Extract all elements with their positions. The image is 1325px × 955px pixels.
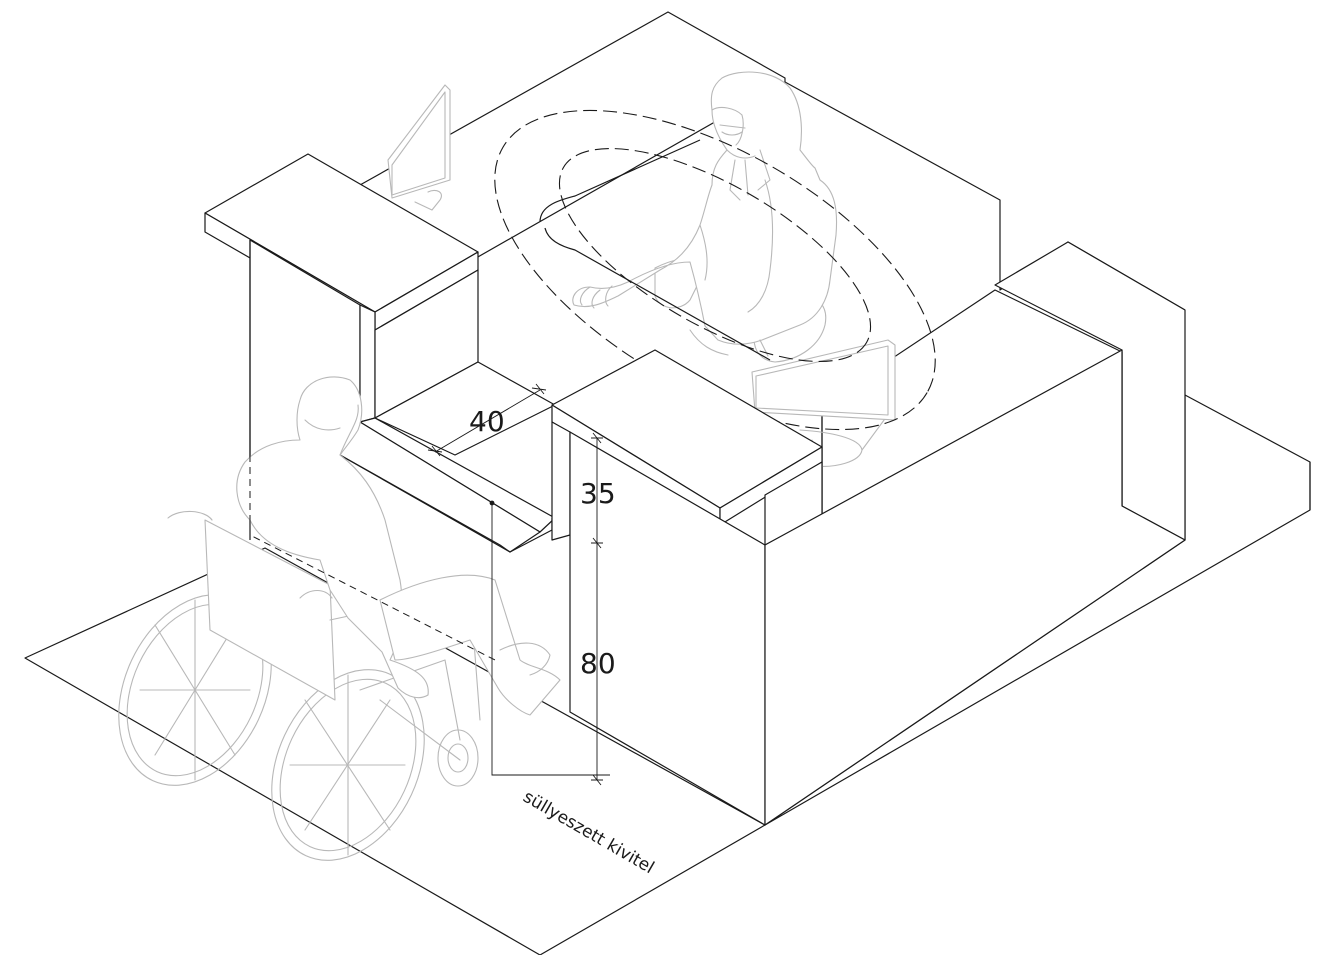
dimension-35-label: 35 [580, 477, 616, 510]
lowered-counter-section [339, 361, 556, 553]
knee-space-indicator [249, 455, 496, 661]
front-counter-block [551, 349, 1186, 826]
dimension-80-label: 80 [580, 647, 616, 680]
dimension-40-label: 40 [469, 405, 505, 438]
wheelchair-user-figure [118, 376, 561, 861]
dimension-lines [427, 383, 610, 786]
right-monitor [751, 339, 896, 421]
reach-zones [494, 109, 936, 431]
lowered-section-note: süllyeszett kivitel [520, 787, 658, 878]
left-monitor [387, 84, 451, 211]
